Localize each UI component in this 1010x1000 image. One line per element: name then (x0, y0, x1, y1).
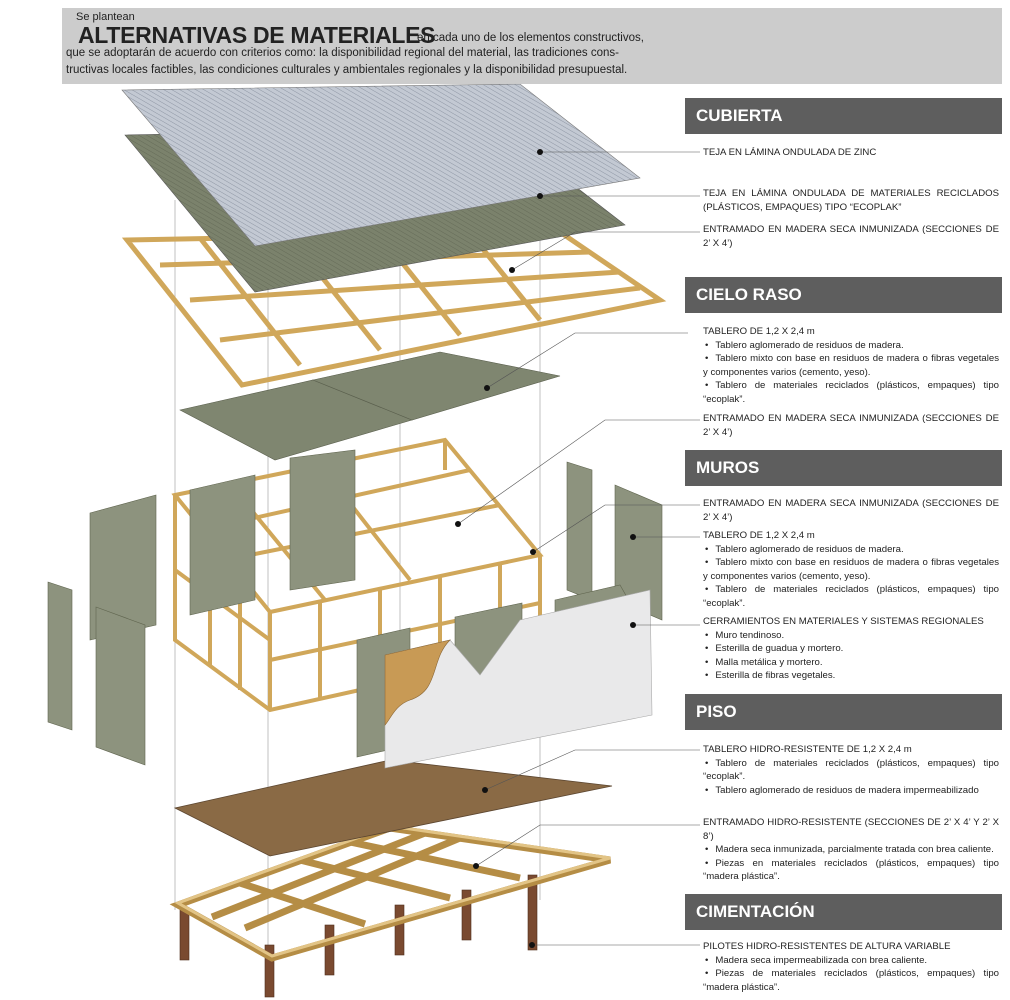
note-text: ENTRAMADO HIDRO-RESISTENTE (SECCIONES DE… (703, 817, 999, 842)
note-floor-frame: ENTRAMADO HIDRO-RESISTENTE (SECCIONES DE… (703, 816, 999, 884)
intro-line-1: en cada uno de los elementos constructiv… (417, 32, 644, 44)
note-text: TABLERO DE 1,2 X 2,4 m (703, 530, 815, 541)
note-wall-frame: ENTRAMADO EN MADERA SECA INMUNIZADA (SEC… (703, 497, 999, 524)
intro-label: Se plantean (76, 11, 135, 23)
guadua-mat-wall (384, 639, 451, 726)
intro-header: Se plantean ALTERNATIVAS DE MATERIALES e… (62, 8, 1002, 84)
section-cimentacion: CIMENTACIÓN (685, 894, 1002, 930)
bullet: Madera seca impermeabilizada con brea ca… (703, 954, 999, 968)
bullet: Tablero mixto con base en residuos de ma… (703, 352, 999, 379)
note-floor-board: TABLERO HIDRO-RESISTENTE DE 1,2 X 2,4 m … (703, 743, 999, 797)
note-text: TABLERO HIDRO-RESISTENTE DE 1,2 X 2,4 m (703, 744, 912, 755)
zinc-roof-sheet (121, 83, 641, 247)
note-text: ENTRAMADO EN MADERA SECA INMUNIZADA (SEC… (703, 224, 999, 249)
note-text: TABLERO DE 1,2 X 2,4 m (703, 326, 815, 337)
section-cubierta: CUBIERTA (685, 98, 1002, 134)
note-wall-board: TABLERO DE 1,2 X 2,4 m Tablero aglomerad… (703, 529, 999, 611)
bullet: Tablero aglomerado de residuos de madera… (703, 543, 999, 557)
bullet: Piezas en materiales reciclados (plástic… (703, 857, 999, 884)
leader-lines (457, 151, 700, 946)
floor-board (173, 759, 613, 857)
note-ecoplak-roof: TEJA EN LÁMINA ONDULADA DE MATERIALES RE… (703, 187, 999, 214)
section-muros: MUROS (685, 450, 1002, 486)
note-text: TEJA EN LÁMINA ONDULADA DE MATERIALES RE… (703, 188, 999, 213)
note-zinc: TEJA EN LÁMINA ONDULADA DE ZINC (703, 146, 999, 160)
bullet: Esterilla de guadua y mortero. (703, 642, 999, 656)
note-text: ENTRAMADO EN MADERA SECA INMUNIZADA (SEC… (703, 413, 999, 438)
bullet: Tablero aglomerado de residuos de madera… (703, 784, 999, 798)
bullet: Piezas de materiales reciclados (plástic… (703, 967, 999, 994)
bullet: Tablero mixto con base en residuos de ma… (703, 556, 999, 583)
note-roof-frame: ENTRAMADO EN MADERA SECA INMUNIZADA (SEC… (703, 223, 999, 250)
intro-line-2: que se adoptarán de acuerdo con criterio… (66, 47, 619, 59)
note-ceiling-frame: ENTRAMADO EN MADERA SECA INMUNIZADA (SEC… (703, 412, 999, 439)
regional-wall-enclosure (384, 589, 653, 769)
bullet: Muro tendinoso. (703, 629, 999, 643)
note-text: ENTRAMADO EN MADERA SECA INMUNIZADA (SEC… (703, 498, 999, 523)
note-wall-enclosures: CERRAMIENTOS EN MATERIALES Y SISTEMAS RE… (703, 615, 999, 683)
note-text: PILOTES HIDRO-RESISTENTES DE ALTURA VARI… (703, 941, 951, 952)
note-ceiling-board: TABLERO DE 1,2 X 2,4 m Tablero aglomerad… (703, 325, 999, 407)
intro-line-3: tructivas locales factibles, las condici… (66, 64, 628, 76)
ceiling-panels (179, 351, 561, 461)
note-piles: PILOTES HIDRO-RESISTENTES DE ALTURA VARI… (703, 940, 999, 994)
bullet: Tablero de materiales reciclados (plásti… (703, 583, 999, 610)
page-title: ALTERNATIVAS DE MATERIALES (78, 22, 436, 48)
bullet: Tablero aglomerado de residuos de madera… (703, 339, 999, 353)
bullet: Esterilla de fibras vegetales. (703, 669, 999, 683)
note-text: TEJA EN LÁMINA ONDULADA DE ZINC (703, 147, 877, 158)
bullet: Tablero de materiales reciclados (plásti… (703, 379, 999, 406)
section-piso: PISO (685, 694, 1002, 730)
bullet: Madera seca inmunizada, parcialmente tra… (703, 843, 999, 857)
bullet: Malla metálica y mortero. (703, 656, 999, 670)
bullet: Tablero de materiales reciclados (plásti… (703, 757, 999, 784)
section-cielo-raso: CIELO RASO (685, 277, 1002, 313)
leader-dots (455, 149, 636, 948)
foundation-frame (169, 824, 611, 962)
note-text: CERRAMIENTOS EN MATERIALES Y SISTEMAS RE… (703, 616, 984, 627)
